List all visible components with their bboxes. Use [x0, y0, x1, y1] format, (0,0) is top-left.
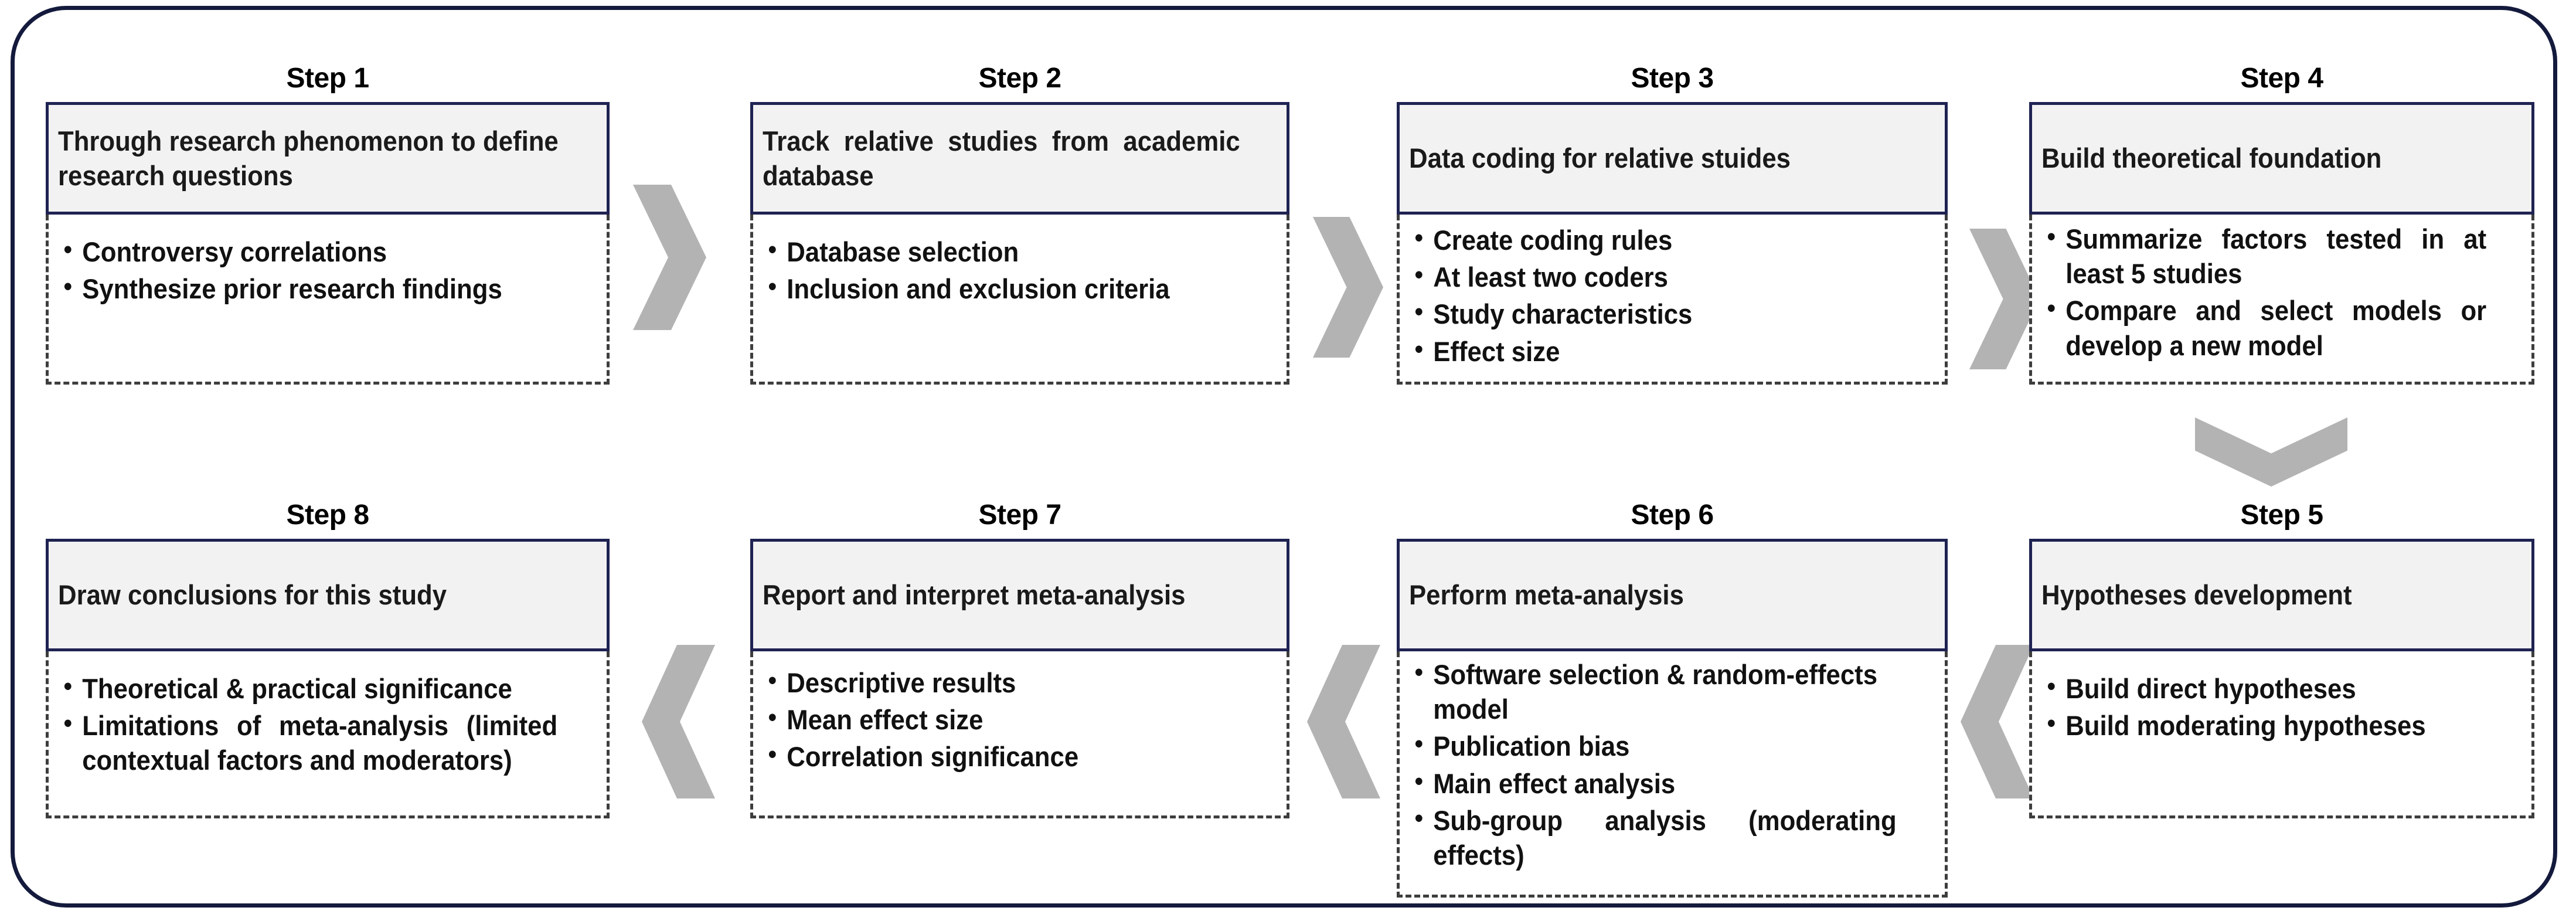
step-heading-text-3: Data coding for relative stuides: [1409, 142, 1791, 174]
step-card-6[interactable]: Step 6 Perform meta-analysis Software se…: [1397, 501, 1948, 898]
step-heading-box-8: Draw conclusions for this study: [46, 539, 610, 651]
list-item: Controversy correlations: [60, 233, 557, 269]
list-item: Summarize factors tested in at least 5 s…: [2044, 220, 2487, 291]
list-item: Synthesize prior research findings: [60, 270, 557, 306]
step-label-1: Step 1: [286, 63, 369, 94]
step-card-5[interactable]: Step 5 Hypotheses development Build dire…: [2029, 501, 2534, 818]
list-item: Build direct hypotheses: [2044, 670, 2486, 706]
step-heading-text-2: Track relative studies from academic dat…: [763, 125, 1240, 191]
step-heading-text-6: Perform meta-analysis: [1409, 579, 1684, 611]
step-label-3: Step 3: [1631, 63, 1714, 94]
step-body-6: Software selection & random-effects mode…: [1397, 651, 1948, 898]
step-heading-box-4: Build theoretical foundation: [2029, 102, 2534, 215]
step-label-2: Step 2: [978, 63, 1061, 94]
list-item: Inclusion and exclusion criteria: [765, 270, 1239, 306]
list-item: Study characteristics: [1411, 295, 1897, 331]
step-heading-box-2: Track relative studies from academic dat…: [750, 102, 1289, 215]
step-heading-box-7: Report and interpret meta-analysis: [750, 539, 1289, 651]
step-bullet-list-3: Create coding rules At least two coders …: [1411, 222, 1933, 369]
list-item: Compare and select models or develop a n…: [2044, 292, 2487, 362]
arrow-step1-to-step2: [633, 185, 706, 330]
step-body-1: Controversy correlations Synthesize prio…: [46, 215, 610, 385]
step-label-7: Step 7: [978, 499, 1061, 531]
step-label-6: Step 6: [1631, 499, 1714, 531]
step-heading-text-5: Hypotheses development: [2041, 579, 2352, 611]
step-card-2[interactable]: Step 2 Track relative studies from acade…: [750, 64, 1289, 385]
list-item: Correlation significance: [765, 738, 1239, 774]
step-heading-text-7: Report and interpret meta-analysis: [763, 579, 1186, 611]
step-body-4: Summarize factors tested in at least 5 s…: [2029, 215, 2534, 385]
step-body-8: Theoretical & practical significance Lim…: [46, 651, 610, 818]
step-heading-text-4: Build theoretical foundation: [2041, 142, 2382, 174]
step-heading-box-6: Perform meta-analysis: [1397, 539, 1948, 651]
step-bullet-list-6: Software selection & random-effects mode…: [1411, 656, 1933, 872]
step-bullet-list-1: Controversy correlations Synthesize prio…: [60, 233, 595, 306]
arrow-step6-to-step5: [1961, 645, 2034, 798]
list-item: Descriptive results: [765, 664, 1239, 700]
step-heading-box-5: Hypotheses development: [2029, 539, 2534, 651]
arrow-step2-to-step3: [1313, 217, 1383, 358]
list-item: Publication bias: [1411, 728, 1897, 763]
step-heading-box-1: Through research phenomenon to define re…: [46, 102, 610, 215]
step-card-1[interactable]: Step 1 Through research phenomenon to de…: [46, 64, 610, 385]
list-item: Mean effect size: [765, 701, 1239, 737]
step-label-5: Step 5: [2240, 499, 2323, 531]
step-heading-box-3: Data coding for relative stuides: [1397, 102, 1948, 215]
step-card-4[interactable]: Step 4 Build theoretical foundation Summ…: [2029, 64, 2534, 385]
step-body-2: Database selection Inclusion and exclusi…: [750, 215, 1289, 385]
step-bullet-list-2: Database selection Inclusion and exclusi…: [765, 233, 1275, 306]
list-item: Main effect analysis: [1411, 765, 1897, 801]
list-item: Sub-group analysis (moderating effects): [1411, 802, 1897, 872]
list-item: Database selection: [765, 233, 1239, 269]
step-label-8: Step 8: [286, 499, 369, 531]
step-card-8[interactable]: Step 8 Draw conclusions for this study T…: [46, 501, 610, 818]
arrow-step4-to-step5: [2195, 417, 2347, 487]
step-card-7[interactable]: Step 7 Report and interpret meta-analysi…: [750, 501, 1289, 818]
list-item: Effect size: [1411, 333, 1897, 369]
list-item: Build moderating hypotheses: [2044, 707, 2486, 743]
list-item: Theoretical & practical significance: [60, 670, 557, 706]
list-item: Software selection & random-effects mode…: [1411, 656, 1897, 726]
arrow-step7-to-step6: [1307, 645, 1380, 798]
step-bullet-list-7: Descriptive results Mean effect size Cor…: [765, 664, 1275, 774]
step-body-5: Build direct hypotheses Build moderating…: [2029, 651, 2534, 818]
step-label-4: Step 4: [2240, 63, 2323, 94]
step-heading-text-1: Through research phenomenon to define re…: [58, 125, 559, 191]
step-body-3: Create coding rules At least two coders …: [1397, 215, 1948, 385]
list-item: Limitations of meta-analysis (limited co…: [60, 707, 558, 777]
step-body-7: Descriptive results Mean effect size Cor…: [750, 651, 1289, 818]
list-item: At least two coders: [1411, 259, 1897, 294]
step-heading-text-8: Draw conclusions for this study: [58, 579, 447, 611]
step-bullet-list-4: Summarize factors tested in at least 5 s…: [2044, 220, 2520, 363]
step-bullet-list-8: Theoretical & practical significance Lim…: [60, 670, 595, 778]
step-bullet-list-5: Build direct hypotheses Build moderating…: [2044, 670, 2520, 743]
list-item: Create coding rules: [1411, 222, 1897, 257]
step-card-3[interactable]: Step 3 Data coding for relative stuides …: [1397, 64, 1948, 385]
arrow-step8-to-step7: [642, 645, 715, 798]
